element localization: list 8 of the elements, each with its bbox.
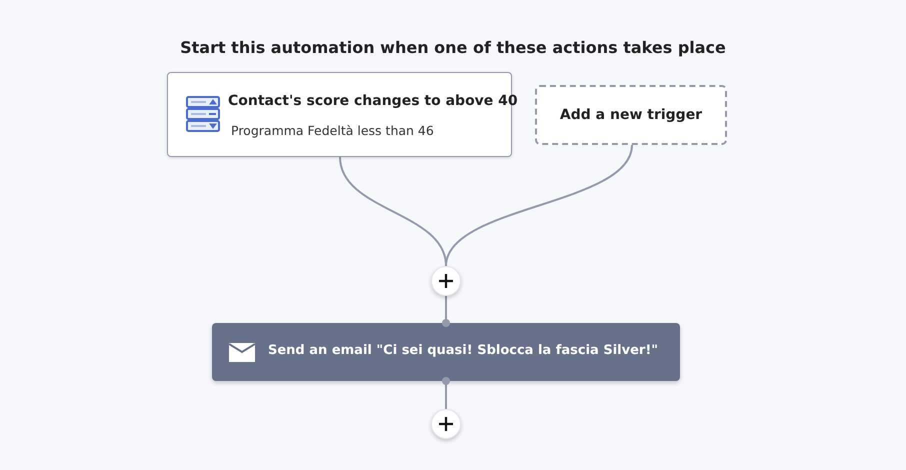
add-step-button <box>431 409 461 439</box>
action-title: Send an email "Ci sei quasi! Sblocca la fascia Silver!" <box>268 343 658 358</box>
add-step-button <box>431 266 461 296</box>
trigger-title: Contact's score changes to above 40 <box>228 93 518 109</box>
heading: Start this automation when one of these actions takes place <box>179 38 727 57</box>
add-trigger-button: Add a new trigger <box>535 85 727 145</box>
trigger-condition: Programma Fedeltà less than 46 <box>231 123 434 138</box>
connector-line <box>445 144 633 266</box>
